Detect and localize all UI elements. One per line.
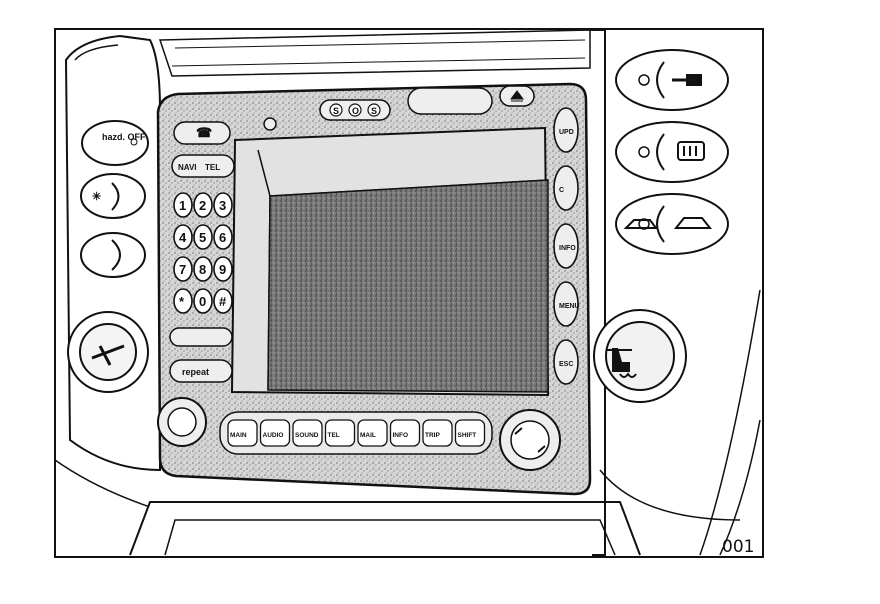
function-key-label: AUDIO bbox=[263, 432, 284, 439]
side-key-label: ESC bbox=[559, 361, 573, 368]
sos-key-label: S bbox=[333, 106, 339, 116]
side-key-label: INFO bbox=[559, 245, 576, 252]
function-key-main[interactable]: MAIN bbox=[227, 419, 258, 447]
side-key-label: MENU bbox=[559, 303, 580, 310]
keypad-key-#[interactable]: # bbox=[213, 288, 233, 314]
side-key-0[interactable]: UPD bbox=[553, 107, 579, 153]
keypad-key-9[interactable]: 9 bbox=[213, 256, 233, 282]
keypad-key-label: 5 bbox=[199, 230, 206, 245]
repeat-label: repeat bbox=[182, 367, 209, 377]
function-key-sound[interactable]: SOUND bbox=[292, 419, 323, 447]
navi-key-label[interactable]: NAVI bbox=[178, 163, 197, 172]
keypad-key-label: 8 bbox=[199, 262, 206, 277]
side-key-1[interactable]: C bbox=[553, 165, 579, 211]
side-key-4[interactable]: ESC bbox=[553, 339, 579, 385]
side-button-column: UPD C INFO MENU ESC bbox=[553, 107, 580, 385]
right-panel-button-2[interactable] bbox=[615, 193, 729, 255]
lower-console bbox=[54, 459, 641, 556]
keypad-key-1[interactable]: 1 bbox=[173, 192, 193, 218]
side-key-2[interactable]: INFO bbox=[553, 223, 579, 269]
eject-icon bbox=[510, 90, 524, 102]
sun-icon: ✳ bbox=[92, 191, 101, 203]
function-key-info[interactable]: INFO bbox=[389, 419, 421, 447]
keypad-key-label: 9 bbox=[219, 262, 226, 277]
side-key-label: UPD bbox=[559, 129, 574, 136]
mode-keys: NAVI TEL bbox=[171, 154, 235, 178]
keypad-key-label: 0 bbox=[199, 294, 206, 309]
light-switch-button[interactable]: ✳ bbox=[80, 173, 146, 219]
right-panel-button-0[interactable] bbox=[615, 49, 729, 111]
keypad-key-label: 7 bbox=[179, 262, 186, 277]
keypad-key-label: * bbox=[179, 294, 185, 309]
top-trim bbox=[158, 29, 591, 77]
figure-number: 001 bbox=[722, 537, 754, 557]
cd-slot[interactable] bbox=[407, 87, 493, 115]
sos-key-label: O bbox=[352, 106, 359, 116]
right-control-panel bbox=[590, 29, 761, 556]
dimmer-button[interactable] bbox=[80, 232, 146, 278]
function-key-label: MAIL bbox=[360, 432, 376, 439]
keypad-key-8[interactable]: 8 bbox=[193, 256, 213, 282]
left-control-panel: hazd. OFF ✳ bbox=[64, 34, 161, 472]
function-key-label: TRIP bbox=[425, 432, 440, 439]
function-key-mail[interactable]: MAIL bbox=[357, 419, 388, 447]
tel-key-label[interactable]: TEL bbox=[205, 163, 220, 172]
car-icon bbox=[623, 217, 713, 229]
keypad-key-*[interactable]: * bbox=[173, 288, 193, 314]
sos-key-2[interactable]: S bbox=[367, 103, 381, 117]
rear-defroster-icon bbox=[677, 141, 705, 161]
keypad-key-2[interactable]: 2 bbox=[193, 192, 213, 218]
key-icon bbox=[672, 74, 702, 86]
keypad-key-7[interactable]: 7 bbox=[173, 256, 193, 282]
sos-key-label: S bbox=[371, 106, 377, 116]
sos-key-0[interactable]: S bbox=[329, 103, 343, 117]
wiper-knob[interactable] bbox=[67, 311, 149, 393]
side-key-label: C bbox=[559, 187, 564, 194]
keypad-key-3[interactable]: 3 bbox=[213, 192, 233, 218]
light-sensor bbox=[263, 117, 277, 131]
sos-key-1[interactable]: O bbox=[348, 103, 362, 117]
keypad-key-label: 2 bbox=[199, 198, 206, 213]
keypad-key-5[interactable]: 5 bbox=[193, 224, 213, 250]
function-key-label: TEL bbox=[328, 432, 340, 439]
function-key-trip[interactable]: TRIP bbox=[422, 419, 453, 447]
keypad-key-0[interactable]: 0 bbox=[193, 288, 213, 314]
seat-heater-knob[interactable] bbox=[593, 309, 687, 403]
wiper-icon bbox=[91, 344, 125, 366]
function-key-tel[interactable]: TEL bbox=[324, 419, 356, 447]
function-key-label: SOUND bbox=[295, 432, 319, 439]
keypad-key-label: 1 bbox=[179, 198, 186, 213]
hazard-off-button[interactable]: hazd. OFF bbox=[81, 120, 149, 166]
repeat-button[interactable]: repeat bbox=[169, 359, 233, 383]
seat-heater-icon bbox=[612, 348, 637, 378]
rotary-controller[interactable] bbox=[499, 409, 561, 471]
function-key-label: INFO bbox=[393, 432, 409, 439]
phone-button[interactable]: ☎ bbox=[173, 121, 231, 145]
keypad-key-label: 4 bbox=[179, 230, 187, 245]
function-key-label: MAIN bbox=[230, 432, 247, 439]
volume-knob[interactable] bbox=[157, 397, 207, 447]
hazard-off-label: hazd. OFF bbox=[102, 132, 146, 142]
function-key-audio[interactable]: AUDIO bbox=[259, 419, 291, 447]
function-key-label: SHIFT bbox=[458, 432, 477, 439]
eject-button[interactable] bbox=[499, 85, 535, 107]
keypad-key-6[interactable]: 6 bbox=[213, 224, 233, 250]
ok-bar-button[interactable] bbox=[169, 327, 233, 347]
keypad-key-label: 6 bbox=[219, 230, 226, 245]
right-panel-button-1[interactable] bbox=[615, 121, 729, 183]
keypad-key-4[interactable]: 4 bbox=[173, 224, 193, 250]
function-key-shift[interactable]: SHIFT bbox=[454, 419, 486, 447]
side-key-3[interactable]: MENU bbox=[553, 281, 580, 327]
display-screen[interactable] bbox=[267, 179, 549, 393]
keypad-key-label: # bbox=[219, 294, 227, 309]
keypad-key-label: 3 bbox=[219, 198, 226, 213]
phone-handset-icon: ☎ bbox=[196, 125, 212, 140]
